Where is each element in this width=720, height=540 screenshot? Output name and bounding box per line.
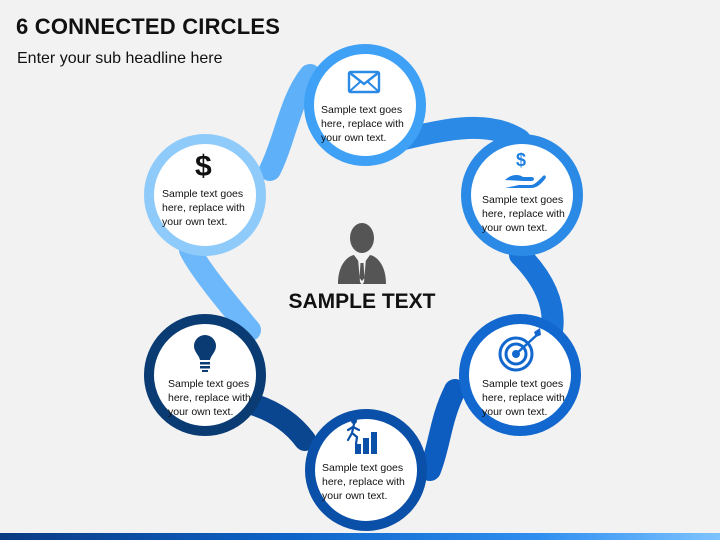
- circle-bottom-right: [459, 314, 581, 436]
- center-label: SAMPLE TEXT: [288, 290, 436, 313]
- dollar-icon: $: [195, 150, 212, 183]
- slide-title: 6 CONNECTED CIRCLES: [16, 14, 281, 39]
- circle-top-right: [461, 134, 583, 256]
- circle-bottom: [305, 409, 427, 531]
- circle-bottom-left: [144, 314, 266, 436]
- svg-text:$: $: [516, 150, 526, 170]
- person-icon: [338, 223, 386, 285]
- lightbulb-icon: [194, 335, 216, 372]
- ribbon-top-left-to-top: [259, 64, 321, 181]
- growth-stairs-icon: [346, 418, 377, 454]
- money-hand-icon: $: [505, 150, 546, 188]
- ribbon-bottom-right-to-bottom: [419, 379, 466, 481]
- svg-text:$: $: [195, 150, 212, 183]
- ribbon-bottom-left-to-top-left: [179, 239, 261, 341]
- circle-top: [304, 44, 426, 166]
- circle-top-left: [144, 134, 266, 256]
- envelope-icon: [347, 70, 381, 94]
- ribbon-bottom-to-bottom-left: [244, 394, 316, 451]
- bottom-accent-bar: [0, 533, 720, 540]
- target-icon: [498, 328, 541, 372]
- slide-subtitle: Enter your sub headline here: [17, 50, 223, 67]
